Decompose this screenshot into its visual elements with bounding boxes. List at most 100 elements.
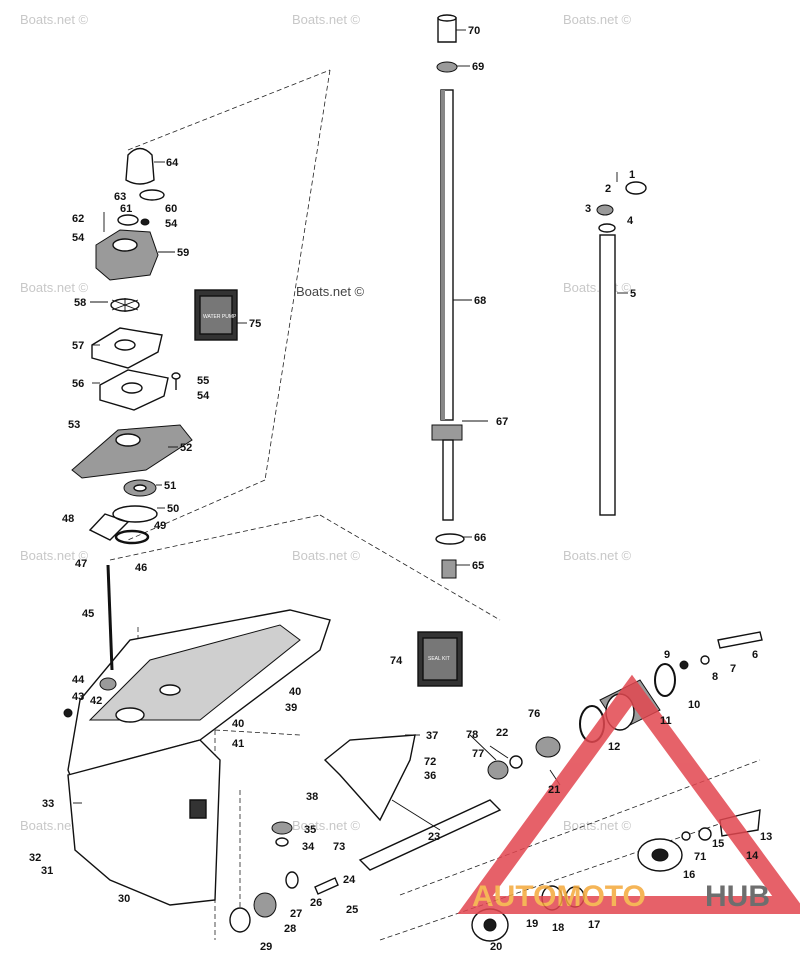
callout-51: 51 <box>164 480 176 492</box>
callout-22: 22 <box>496 727 508 739</box>
callout-52: 52 <box>180 442 192 454</box>
callout-10: 10 <box>688 699 700 711</box>
watermark: Boats.net © <box>563 818 632 833</box>
callout-2: 2 <box>605 183 611 195</box>
callout-35: 35 <box>304 824 316 836</box>
callout-13: 13 <box>760 831 772 843</box>
callout-4: 4 <box>627 215 634 227</box>
callout-75: 75 <box>249 318 261 330</box>
callout-21: 21 <box>548 784 560 796</box>
callout-42: 42 <box>90 695 102 707</box>
impeller <box>110 298 140 312</box>
callout-71: 71 <box>694 851 706 863</box>
callout-27: 27 <box>290 908 302 920</box>
watermark: Boats.net © <box>292 548 361 563</box>
callout-61: 61 <box>120 203 132 215</box>
watermarks: Boats.net © Boats.net © Boats.net © Boat… <box>20 12 632 833</box>
watermark: Boats.net © <box>20 280 89 295</box>
callout-58: 58 <box>74 297 86 309</box>
callout-63: 63 <box>114 191 126 203</box>
callout-68: 68 <box>474 295 486 307</box>
callout-43: 43 <box>72 691 84 703</box>
callout-49: 49 <box>154 520 166 532</box>
callout-59: 59 <box>177 247 189 259</box>
callout-53: 53 <box>68 419 80 431</box>
callout-39: 39 <box>285 702 297 714</box>
callout-54-right: 54 <box>197 390 210 402</box>
watermark: Boats.net © <box>296 284 365 299</box>
pump-base <box>71 424 193 479</box>
drive-shaft-assembly <box>431 14 465 579</box>
callout-40-top: 40 <box>289 686 301 698</box>
callout-29: 29 <box>260 941 272 953</box>
callout-15: 15 <box>712 838 724 850</box>
callout-78: 78 <box>466 729 478 741</box>
callout-28: 28 <box>284 923 296 935</box>
callout-46: 46 <box>135 562 147 574</box>
callout-65: 65 <box>472 560 484 572</box>
callout-70: 70 <box>468 25 480 37</box>
kit-label: WATER PUMP KIT <box>203 314 245 320</box>
logo-text-dark: HUB <box>705 880 770 913</box>
callout-8: 8 <box>712 671 718 683</box>
callout-73: 73 <box>333 841 345 853</box>
callout-14: 14 <box>746 850 759 862</box>
watermark: Boats.net © <box>292 818 361 833</box>
watermark: Boats.net © <box>563 12 632 27</box>
kit-label: SEAL KIT <box>428 656 450 662</box>
shift-linkage <box>63 564 117 718</box>
shift-rod-assembly <box>596 172 647 516</box>
watermark: Boats.net © <box>292 12 361 27</box>
callout-26: 26 <box>310 897 322 909</box>
callout-54-top: 54 <box>165 218 178 230</box>
callout-17: 17 <box>588 919 600 931</box>
water-pump-assembly: WATER PUMP KIT <box>71 147 245 545</box>
callout-40-bottom: 40 <box>232 718 244 730</box>
callout-36: 36 <box>424 770 436 782</box>
callout-77: 77 <box>472 748 484 760</box>
callout-50: 50 <box>167 503 179 515</box>
callout-25: 25 <box>346 904 358 916</box>
callout-38: 38 <box>306 791 318 803</box>
callout-48: 48 <box>62 513 74 525</box>
callout-47: 47 <box>75 558 87 570</box>
callout-1: 1 <box>629 169 635 181</box>
callout-37: 37 <box>426 730 438 742</box>
pump-housing <box>95 229 159 281</box>
callout-20: 20 <box>490 941 502 953</box>
callout-labels: 70 69 1 2 3 4 5 68 67 66 65 64 63 61 60 … <box>29 25 772 953</box>
callout-76: 76 <box>528 708 540 720</box>
callout-57: 57 <box>72 340 84 352</box>
callout-45: 45 <box>82 608 94 620</box>
callout-60: 60 <box>165 203 177 215</box>
callout-31: 31 <box>41 865 53 877</box>
callout-19: 19 <box>526 918 538 930</box>
callout-64: 64 <box>166 157 179 169</box>
callout-33: 33 <box>42 798 54 810</box>
callout-32: 32 <box>29 852 41 864</box>
callout-44: 44 <box>72 674 85 686</box>
callout-24: 24 <box>343 874 356 886</box>
callout-3: 3 <box>585 203 591 215</box>
callout-16: 16 <box>683 869 695 881</box>
callout-56: 56 <box>72 378 84 390</box>
watermark: Boats.net © <box>563 548 632 563</box>
callout-69: 69 <box>472 61 484 73</box>
callout-5: 5 <box>630 288 636 300</box>
water-tube <box>125 147 155 185</box>
callout-74: 74 <box>390 655 403 667</box>
callout-30: 30 <box>118 893 130 905</box>
callout-11: 11 <box>660 715 672 727</box>
callout-41: 41 <box>232 738 244 750</box>
callout-7: 7 <box>730 663 736 675</box>
callout-66: 66 <box>474 532 486 544</box>
callout-12: 12 <box>608 741 620 753</box>
watermark: Boats.net © <box>20 548 89 563</box>
callout-55: 55 <box>197 375 209 387</box>
grommet <box>139 189 165 201</box>
callout-67: 67 <box>496 416 508 428</box>
automotohub-logo: AUTOMOTO HUB <box>457 674 800 914</box>
logo-text-accent: AUTOMOTO <box>472 880 646 913</box>
